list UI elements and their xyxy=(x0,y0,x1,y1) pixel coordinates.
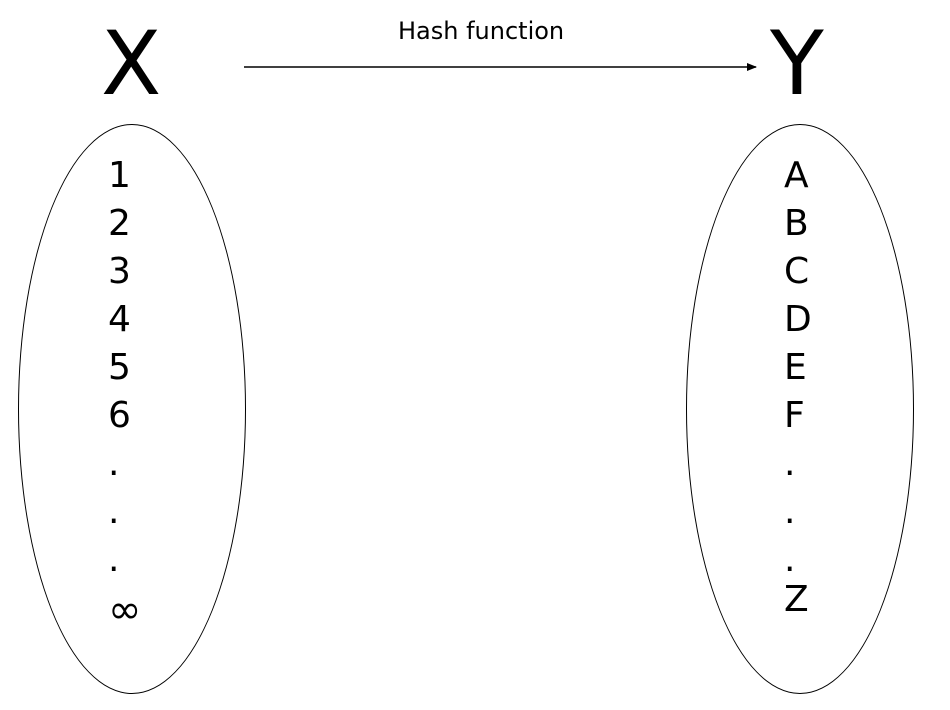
domain-member: 3 xyxy=(108,251,131,292)
codomain-ellipsis-dot: . xyxy=(784,443,796,484)
codomain-set-title: Y xyxy=(770,12,824,115)
codomain-member: E xyxy=(784,347,807,388)
domain-set-title: X xyxy=(101,12,162,115)
domain-member: 5 xyxy=(108,347,131,388)
domain-member: 1 xyxy=(108,155,131,196)
codomain-member-z: Z xyxy=(784,579,809,620)
domain-member: 6 xyxy=(108,395,131,436)
codomain-member: F xyxy=(784,395,805,436)
domain-ellipsis-dot: . xyxy=(108,539,120,580)
codomain-member: B xyxy=(784,203,809,244)
domain-member-list: 1 2 3 4 5 6 . . . ∞ xyxy=(108,152,141,634)
codomain-ellipsis-dot: . xyxy=(784,539,796,580)
codomain-ellipsis-dot: . xyxy=(784,491,796,532)
codomain-member-list: A B C D E F . . . Z xyxy=(784,152,812,624)
domain-member-infinity: ∞ xyxy=(108,587,142,633)
codomain-member: A xyxy=(784,155,809,196)
domain-ellipsis-dot: . xyxy=(108,491,120,532)
domain-ellipsis-dot: . xyxy=(108,443,120,484)
codomain-member: D xyxy=(784,299,812,340)
codomain-member: C xyxy=(784,251,810,292)
arrow-label: Hash function xyxy=(398,17,565,45)
codomain-set-ellipse xyxy=(686,124,914,694)
domain-member: 4 xyxy=(108,299,131,340)
domain-member: 2 xyxy=(108,203,131,244)
domain-set-ellipse xyxy=(18,124,246,694)
